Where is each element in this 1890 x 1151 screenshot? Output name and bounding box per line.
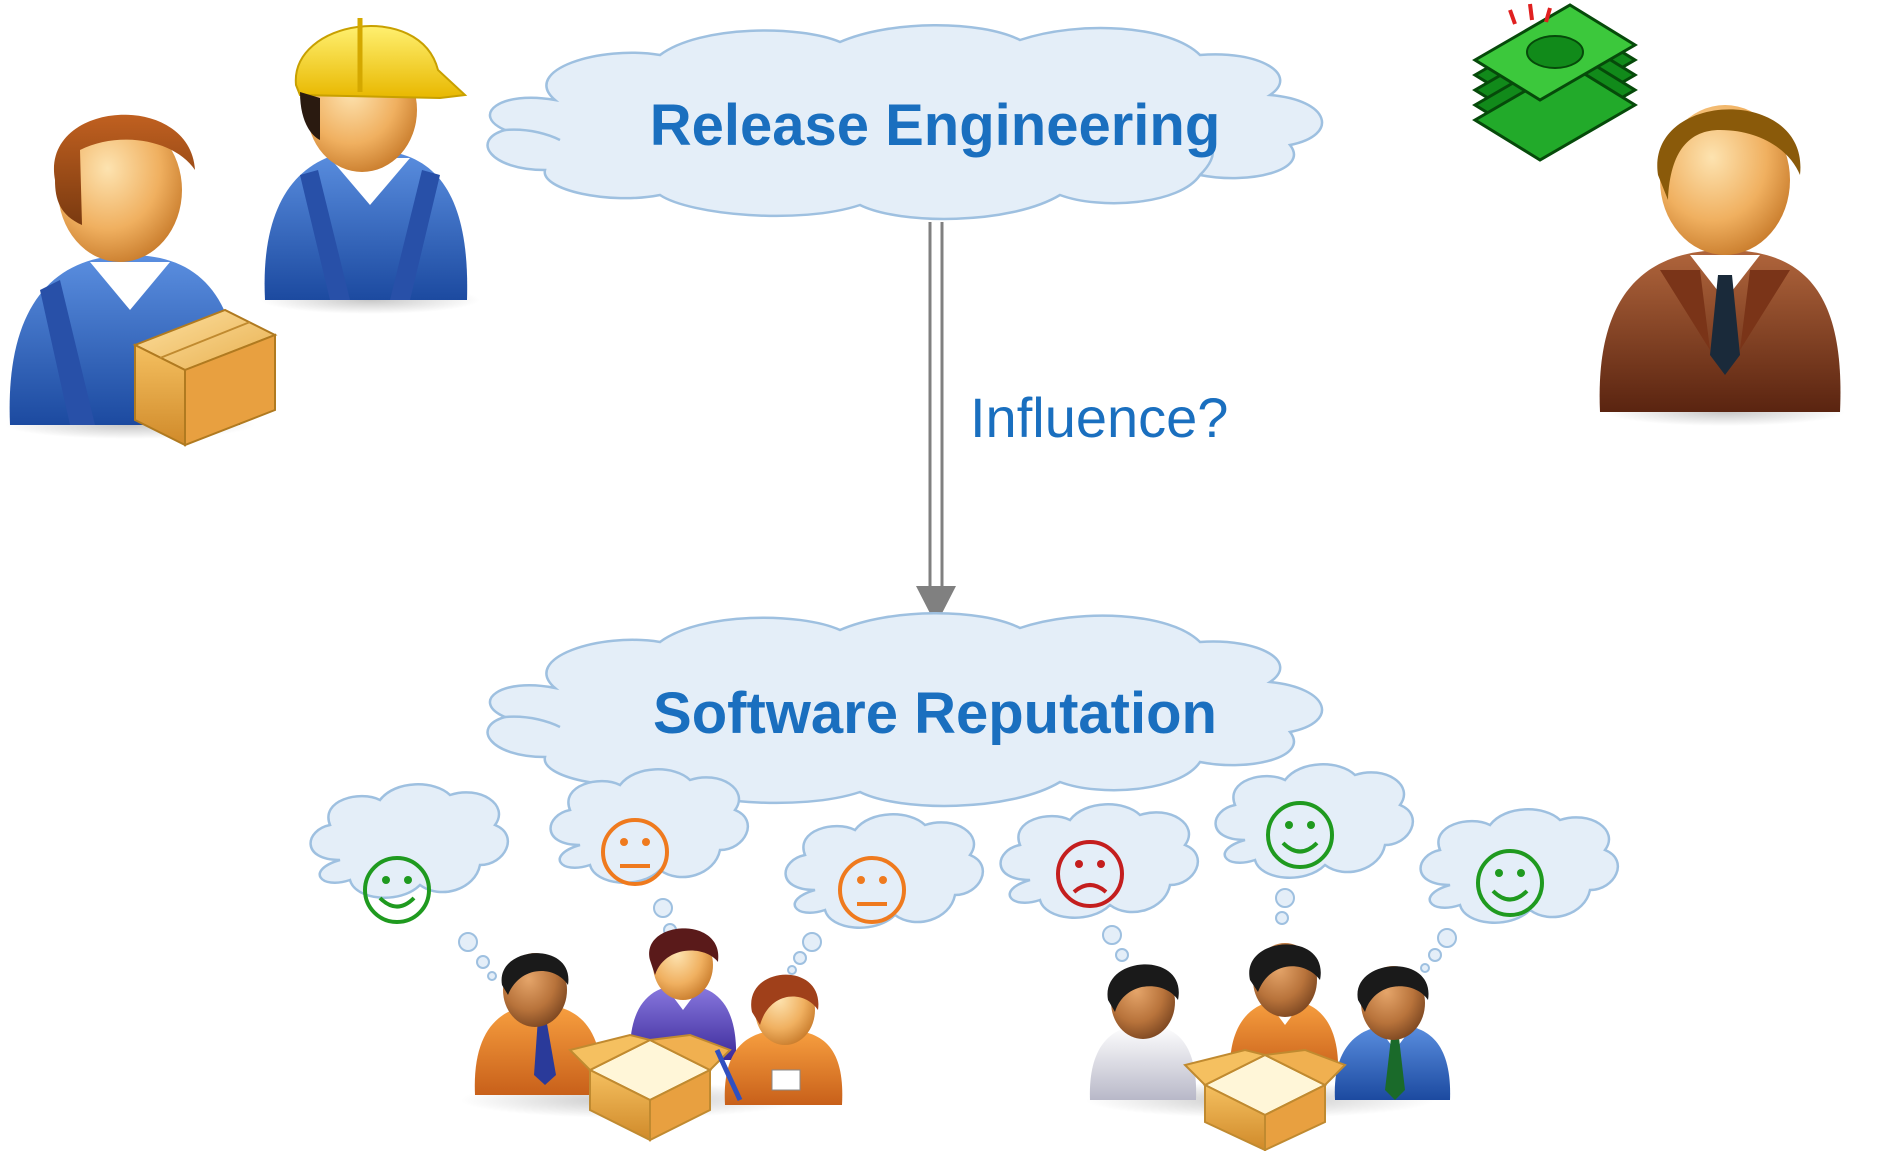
- software-reputation-label: Software Reputation: [653, 681, 1217, 746]
- release-engineering-label: Release Engineering: [650, 93, 1221, 158]
- thought-cloud-3: [784, 813, 984, 975]
- happy-face-icon: [363, 856, 431, 924]
- influence-arrow: [916, 222, 956, 625]
- package-box-icon: [132, 308, 278, 447]
- thought-cloud-5: [1214, 763, 1414, 925]
- open-box-icon: [568, 1033, 732, 1142]
- user-blue-suit-icon: [1334, 966, 1451, 1100]
- neutral-face-icon: [601, 818, 669, 886]
- happy-face-icon: [1266, 801, 1334, 869]
- money-stack-icon: [1472, 3, 1638, 162]
- user-group-right: [1085, 943, 1451, 1151]
- sad-face-icon: [1056, 840, 1124, 908]
- user-group-left: [460, 928, 843, 1142]
- happy-face-icon: [1476, 849, 1544, 917]
- business-manager-icon: [1599, 105, 1845, 426]
- thought-cloud-1: [309, 783, 509, 981]
- construction-worker-icon: [260, 18, 480, 314]
- user-white-shirt-icon: [1089, 964, 1197, 1100]
- thought-cloud-2: [549, 768, 749, 937]
- thought-cloud-4: [999, 803, 1199, 962]
- delivery-worker-icon: [5, 114, 278, 447]
- neutral-face-icon: [838, 856, 906, 924]
- open-box-icon: [1183, 1048, 1347, 1151]
- release-engineering-cloud: Release Engineering: [486, 24, 1324, 221]
- software-reputation-cloud: Software Reputation: [486, 612, 1324, 808]
- user-orange-suit-icon: [474, 953, 603, 1095]
- thought-cloud-6: [1419, 808, 1619, 973]
- influence-label: Influence?: [970, 386, 1228, 449]
- user-writing-icon: [714, 974, 843, 1105]
